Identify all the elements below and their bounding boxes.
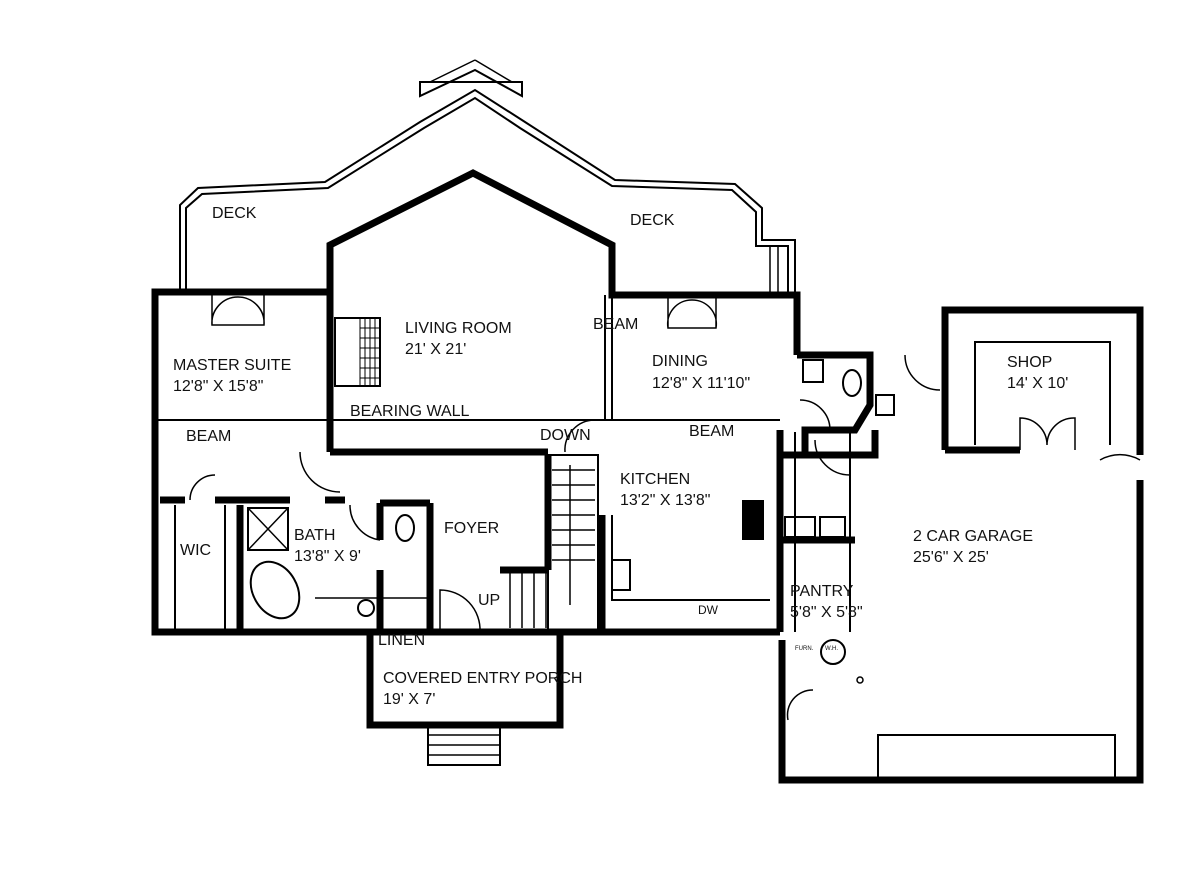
deck-right-label: DECK: [630, 212, 675, 229]
dining-label: DINING: [652, 353, 708, 370]
kitchen-label: KITCHEN: [620, 471, 690, 488]
interior-walls: [155, 292, 895, 633]
pantry-label: PANTRY: [790, 583, 854, 600]
water-heater-label: W.H.: [825, 646, 838, 652]
beam-label-kitchen: BEAM: [689, 423, 734, 440]
bearing-wall-label: BEARING WALL: [350, 403, 470, 420]
garage-dims: 25'6" X 25': [913, 549, 989, 566]
master-suite-label: MASTER SUITE: [173, 357, 291, 374]
porch-label: COVERED ENTRY PORCH: [383, 670, 582, 687]
beam-label-dining: BEAM: [593, 316, 638, 333]
dining-dims: 12'8" X 11'10": [652, 375, 750, 392]
beam-label-master: BEAM: [186, 428, 231, 445]
porch-steps: [427, 724, 501, 766]
shop-dims: 14' X 10': [1007, 375, 1068, 392]
porch-dims: 19' X 7': [383, 691, 435, 708]
stairs-up-label: UP: [478, 592, 500, 609]
deck-left-label: DECK: [212, 205, 257, 222]
foyer-label: FOYER: [444, 520, 499, 537]
kitchen-dims: 13'2" X 13'8": [620, 492, 710, 509]
garage-walls: [778, 306, 1144, 784]
living-room-dims: 21' X 21': [405, 341, 466, 358]
bath-label: BATH: [294, 527, 335, 544]
wic-label: WIC: [180, 542, 211, 559]
master-suite-dims: 12'8" X 15'8": [173, 378, 263, 395]
stairs-down-label: DOWN: [540, 427, 591, 444]
furnace-label: FURN.: [795, 646, 814, 652]
bath-dims: 13'8" X 9': [294, 548, 361, 565]
fireplace-hearth: [359, 317, 381, 387]
shop-label: SHOP: [1007, 354, 1052, 371]
stair-treads: [509, 465, 595, 628]
pantry-dims: 5'8" X 5'8": [790, 604, 863, 621]
dishwasher-label: DW: [698, 603, 719, 617]
linen-label: LINEN: [378, 632, 425, 649]
refrigerator: [742, 500, 764, 540]
garage-label: 2 CAR GARAGE: [913, 528, 1033, 545]
living-room-label: LIVING ROOM: [405, 320, 512, 337]
deck-outline: [179, 59, 796, 292]
exterior-walls: [151, 169, 874, 729]
